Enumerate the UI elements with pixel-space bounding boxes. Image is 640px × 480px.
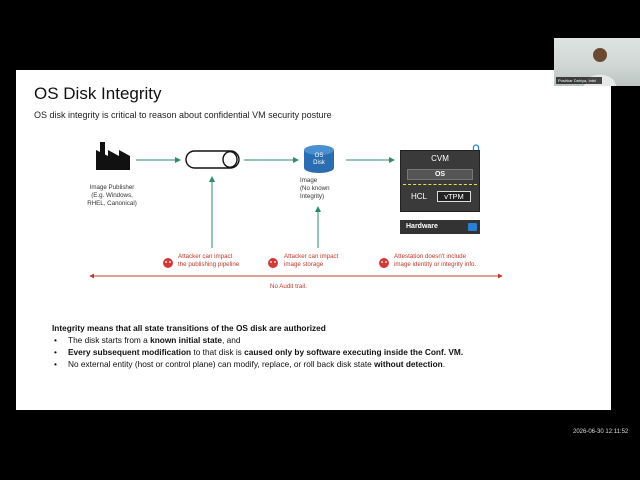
timestamp: 2026-06-30 12:11:52 [573, 429, 629, 435]
body-heading: Integrity means that all state transitio… [52, 323, 326, 333]
devil-icon [268, 258, 278, 268]
attestation-note: Attestation doesn't include image identi… [394, 253, 477, 268]
diagram-graphics [89, 142, 503, 279]
slide-subtitle: OS disk integrity is critical to reason … [34, 110, 332, 120]
bullet-item: The disk starts from a known initial sta… [52, 334, 607, 346]
cvm-box: CVM OS HCL vTPM [400, 150, 480, 212]
pipeline-icon [185, 150, 240, 169]
chip-icon [468, 223, 477, 231]
devil-icon [163, 258, 173, 268]
os-label: OS [407, 169, 473, 180]
cvm-label: CVM [431, 154, 449, 163]
participant-name: Pushkar Dahiya, Intel [556, 77, 602, 84]
disk-icon [304, 145, 334, 173]
hardware-label: Hardware [400, 220, 480, 234]
body-text: Integrity means that all state transitio… [52, 322, 607, 370]
audit-trail-label: No Audit trail. [270, 283, 307, 290]
attack-pipeline-note: Attacker can impact the publishing pipel… [178, 253, 240, 268]
publisher-caption: Image Publisher (E.g. Windows, RHEL, Can… [87, 184, 137, 207]
vtl-divider [403, 184, 477, 185]
slide-title: OS Disk Integrity [34, 84, 162, 103]
factory-icon [96, 142, 130, 170]
presentation-slide: OS Disk Integrity OS disk integrity is c… [16, 70, 611, 410]
devil-icon [379, 258, 389, 268]
hcl-label: HCL [411, 192, 428, 201]
disk-label: OS Disk [313, 153, 325, 166]
vtpm-label: vTPM [437, 191, 471, 202]
bullet-item: No external entity (host or control plan… [52, 358, 607, 370]
bullet-item: Every subsequent modification to that di… [52, 346, 607, 358]
image-caption: Image (No known Integrity) [300, 177, 330, 200]
attack-storage-note: Attacker can impact image storage [284, 253, 339, 268]
